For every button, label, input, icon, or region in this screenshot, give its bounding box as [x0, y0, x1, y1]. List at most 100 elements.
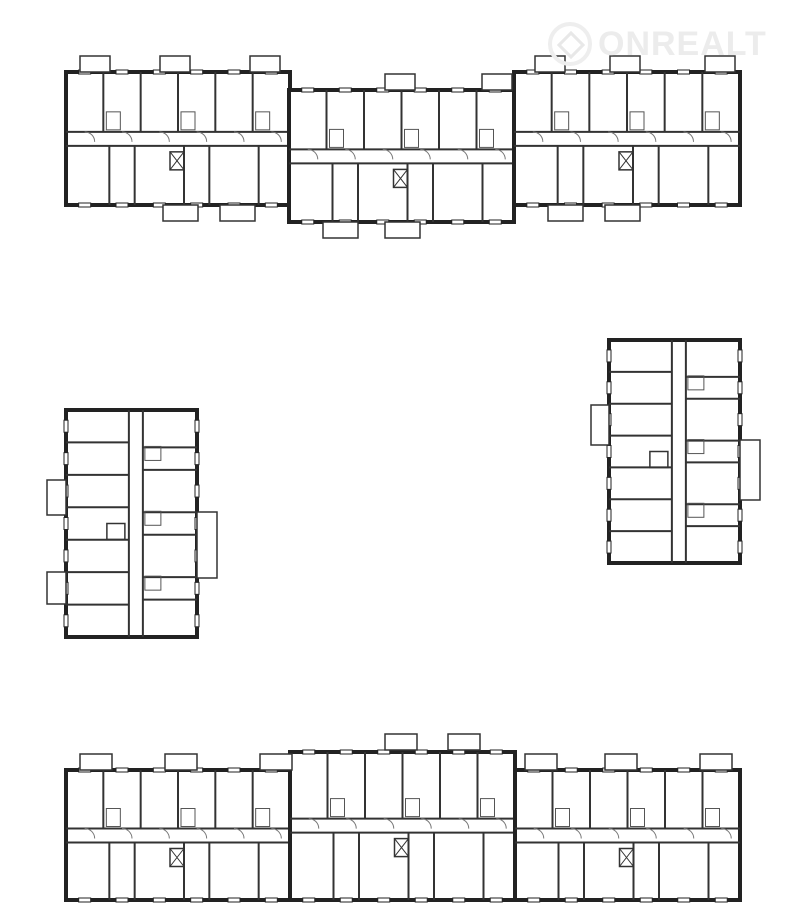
top-left-door	[159, 131, 170, 142]
left-building-window	[194, 452, 200, 466]
bottom-left-window	[227, 767, 241, 773]
bottom-left-window	[152, 767, 166, 773]
bottom-left-elevator-cross	[169, 848, 185, 867]
left-building-window	[194, 419, 200, 433]
bottom-middle-bathroom	[480, 798, 495, 818]
balcony	[159, 55, 191, 73]
top-middle-door	[495, 148, 506, 160]
bottom-left-bathroom	[255, 808, 271, 827]
top-right-window	[639, 69, 653, 75]
bottom-middle-window	[302, 749, 316, 755]
bottom-left-window	[152, 897, 166, 903]
top-right-window	[526, 202, 540, 208]
bottom-middle-window	[489, 749, 503, 755]
balcony	[322, 221, 359, 239]
top-middle-window	[451, 87, 465, 93]
right-building-window	[737, 349, 743, 363]
top-middle-window	[338, 87, 352, 93]
bottom-left-window	[227, 897, 241, 903]
top-middle-door	[420, 148, 431, 160]
bottom-left-window	[190, 897, 204, 903]
balcony	[79, 55, 111, 73]
bottom-left-door	[121, 828, 133, 839]
top-middle-window	[301, 87, 315, 93]
balcony	[739, 439, 761, 501]
top-left-door	[196, 131, 208, 142]
balcony	[604, 753, 638, 771]
right-building-window	[606, 508, 612, 522]
bottom-middle-bathroom	[405, 798, 420, 818]
top-left-window	[78, 202, 92, 208]
top-left-door	[121, 131, 133, 142]
top-left-window	[227, 69, 241, 75]
top-middle-window	[301, 219, 315, 225]
top-left-window	[190, 69, 204, 75]
top-middle-door	[307, 148, 319, 160]
top-right-door	[608, 131, 619, 142]
bottom-middle-window	[339, 749, 353, 755]
balcony	[249, 55, 281, 73]
top-left-door	[233, 131, 245, 142]
top-left-bathroom	[105, 111, 121, 131]
bottom-left-door	[196, 828, 208, 839]
balcony	[384, 733, 418, 751]
left-building-window	[63, 452, 69, 466]
bottom-right-door	[646, 828, 657, 839]
top-right-window	[714, 202, 728, 208]
left-building-bathroom	[144, 445, 162, 461]
top-middle-window	[488, 219, 502, 225]
bottom-right-door	[533, 828, 545, 839]
right-building-window	[606, 349, 612, 363]
balcony	[196, 511, 218, 579]
balcony	[259, 753, 293, 771]
bottom-middle-window	[414, 897, 428, 903]
left-building-window	[194, 581, 200, 595]
top-middle-bathroom	[329, 128, 344, 148]
right-building-bathroom	[687, 439, 705, 455]
bottom-left-window	[115, 897, 129, 903]
top-right-window	[564, 69, 577, 75]
top-middle-bathroom	[404, 128, 419, 148]
bottom-middle-window	[302, 897, 316, 903]
bottom-right-door	[683, 828, 695, 839]
bottom-left-window	[264, 897, 278, 903]
house-icon	[548, 22, 592, 66]
bottom-left-door	[271, 828, 282, 839]
bottom-middle-window	[339, 897, 353, 903]
bottom-middle-door	[308, 818, 320, 829]
bottom-middle-door	[458, 818, 470, 829]
right-building-bathroom	[687, 502, 705, 518]
right-building-elevator	[649, 450, 669, 469]
balcony	[46, 479, 67, 516]
left-building-elevator	[106, 522, 126, 541]
balcony	[704, 55, 736, 73]
right-building-window	[737, 381, 743, 395]
top-left-door	[271, 131, 282, 142]
top-right-bathroom	[704, 111, 720, 131]
bottom-middle-window	[452, 897, 466, 903]
top-middle-door	[457, 148, 469, 160]
bottom-middle-door	[496, 818, 507, 829]
bottom-left-door	[233, 828, 245, 839]
top-right-door	[645, 131, 657, 142]
top-middle-window	[451, 219, 465, 225]
top-right-window	[677, 69, 690, 75]
bottom-right-window	[527, 897, 541, 903]
left-building-window	[63, 419, 69, 433]
bottom-right-door	[721, 828, 732, 839]
right-building-window	[606, 381, 612, 395]
bottom-right-window	[677, 897, 691, 903]
top-right-door	[532, 131, 544, 142]
top-left-window	[115, 69, 129, 75]
top-right-window	[677, 202, 690, 208]
balcony	[384, 73, 416, 91]
bottom-left-door	[159, 828, 170, 839]
bottom-right-bathroom	[555, 808, 570, 827]
left-building-wall	[64, 408, 199, 639]
right-building-window	[606, 445, 612, 458]
right-building-bathroom	[687, 375, 705, 391]
bottom-middle-elevator-cross	[394, 838, 409, 857]
balcony	[219, 204, 256, 222]
bottom-middle-bathroom	[330, 798, 345, 818]
